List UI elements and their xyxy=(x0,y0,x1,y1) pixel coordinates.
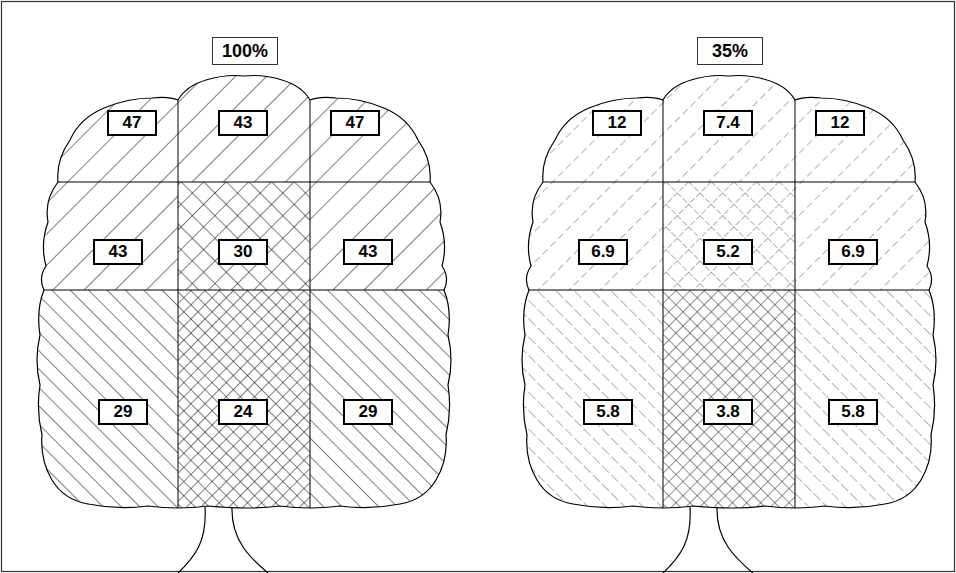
value-box: 43 xyxy=(218,110,268,136)
value-box: 6.9 xyxy=(828,239,878,265)
cell-value: 47 xyxy=(123,113,142,132)
cell-value: 12 xyxy=(831,113,850,132)
value-box: 12 xyxy=(815,110,865,136)
value-box: 43 xyxy=(93,239,143,265)
value-box: 12 xyxy=(592,110,642,136)
value-box: 43 xyxy=(343,239,393,265)
value-box: 5.8 xyxy=(828,399,878,425)
value-box: 6.9 xyxy=(578,239,628,265)
percentage-box: 35% xyxy=(697,37,763,65)
cell-value: 29 xyxy=(114,402,133,421)
cell-value: 24 xyxy=(234,402,253,421)
cell-value: 43 xyxy=(234,113,253,132)
percentage-label: 100% xyxy=(222,41,268,61)
cell-value: 43 xyxy=(109,242,128,261)
value-box: 7.4 xyxy=(703,110,753,136)
value-box: 30 xyxy=(218,239,268,265)
value-box: 47 xyxy=(330,110,380,136)
percentage-label: 35% xyxy=(712,41,748,61)
cell-value: 29 xyxy=(359,402,378,421)
cell-value: 7.4 xyxy=(716,113,740,132)
value-box: 24 xyxy=(218,399,268,425)
cell-value: 12 xyxy=(608,113,627,132)
cell-value: 6.9 xyxy=(591,242,615,261)
cell-value: 47 xyxy=(346,113,365,132)
value-box: 3.8 xyxy=(703,399,753,425)
value-box: 29 xyxy=(343,399,393,425)
value-box: 29 xyxy=(98,399,148,425)
tree-reduced xyxy=(485,0,956,573)
percentage-box: 100% xyxy=(212,37,278,65)
cell-value: 5.8 xyxy=(841,402,865,421)
value-box: 5.2 xyxy=(703,239,753,265)
value-box: 47 xyxy=(107,110,157,136)
cell-value: 30 xyxy=(234,242,253,261)
cell-value: 5.2 xyxy=(716,242,740,261)
cell-value: 5.8 xyxy=(596,402,620,421)
value-box: 5.8 xyxy=(583,399,633,425)
cell-value: 6.9 xyxy=(841,242,865,261)
cell-value: 43 xyxy=(359,242,378,261)
cell-value: 3.8 xyxy=(716,402,740,421)
